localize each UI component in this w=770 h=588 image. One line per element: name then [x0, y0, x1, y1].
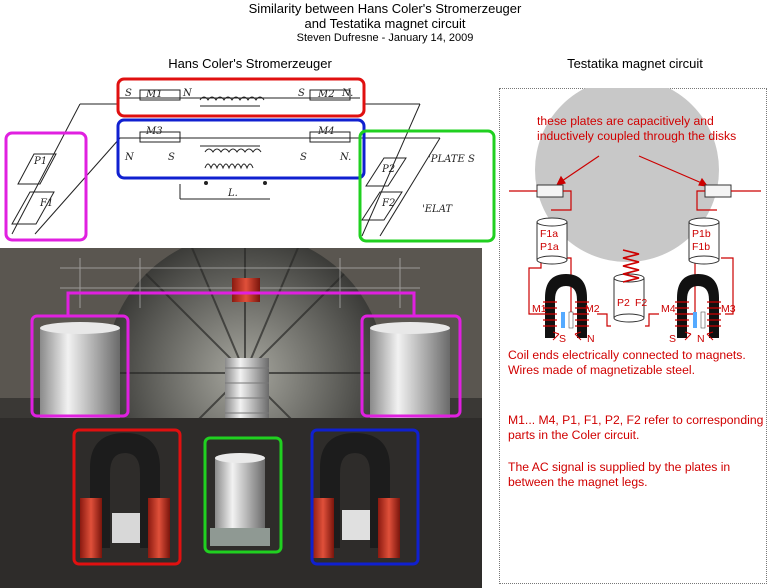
label-s-right: S	[669, 333, 676, 345]
disk-coupling-note: these plates are capacitively and induct…	[537, 114, 737, 143]
page-title-line2: and Testatika magnet circuit	[304, 16, 466, 31]
sketch-label: N.	[339, 152, 351, 163]
highlight-box-red	[116, 77, 366, 118]
plate-label: F1	[39, 198, 53, 209]
label-f1a: F1a	[540, 228, 558, 240]
photo-box-magenta-left	[30, 314, 130, 418]
note-coil-ends: Coil ends electrically connected to magn…	[508, 348, 746, 377]
highlight-box-magenta	[4, 131, 88, 242]
label-m1: M1	[532, 303, 547, 315]
note-part-mapping: M1... M4, P1, F1, P2, F2 refer to corres…	[508, 413, 764, 442]
label-m3: M3	[721, 303, 736, 315]
photo-box-blue	[310, 428, 420, 566]
label-f1b: F1b	[692, 241, 710, 253]
label-p1a: P1a	[540, 241, 559, 253]
label-m2: M2	[585, 303, 600, 315]
label-n-right: N	[697, 333, 705, 345]
photo-box-magenta-right	[360, 314, 462, 418]
page-title: Similarity between Hans Coler's Stromerz…	[248, 1, 522, 16]
plate-label: F2	[381, 198, 395, 209]
sketch-label: N	[182, 88, 193, 99]
handwritten-note: 'PLATE S	[428, 154, 475, 165]
sketch-label: M4	[317, 126, 335, 137]
label-n-left: N	[587, 333, 595, 345]
highlight-box-green	[358, 129, 496, 243]
sketch-label: S	[168, 152, 175, 163]
label-m4: M4	[661, 303, 676, 315]
photo-box-red	[72, 428, 182, 566]
label-s-left: S	[559, 333, 566, 345]
sketch-label: S	[125, 88, 132, 99]
label-p1b: P1b	[692, 228, 711, 240]
testatika-section-title: Testatika magnet circuit	[567, 56, 703, 71]
testatika-diagram: F1a P1a P1b F1b M1 M2 P2 F2 M4 M3 S N S …	[509, 88, 761, 345]
handwritten-note: 'ELAT	[422, 204, 453, 215]
sketch-label: M3	[145, 126, 163, 137]
coil-label: L.	[227, 188, 238, 199]
label-f2: F2	[635, 297, 647, 309]
photo-box-green	[203, 436, 283, 554]
plate-label: P1	[33, 156, 47, 167]
sketch-label: M2	[317, 89, 335, 100]
sketch-label: N	[124, 152, 135, 163]
label-p2: P2	[617, 297, 630, 309]
byline: Steven Dufresne - January 14, 2009	[296, 32, 474, 44]
sketch-label: N.	[341, 88, 353, 99]
sketch-label: S	[300, 152, 307, 163]
coler-circuit-sketch: S M1 N S M2 N. M3 N S S M4 N. L. P1 F1 P…	[4, 77, 496, 243]
coler-section-title: Hans Coler's Stromerzeuger	[168, 56, 332, 71]
note-ac-signal: The AC signal is supplied by the plates …	[508, 460, 731, 489]
sketch-label: S	[298, 88, 305, 99]
disk-shape	[535, 88, 719, 262]
sketch-label: M1	[145, 89, 163, 100]
testatika-photo	[0, 248, 482, 588]
highlight-box-blue	[116, 118, 366, 180]
plate-label: P2	[381, 164, 395, 175]
